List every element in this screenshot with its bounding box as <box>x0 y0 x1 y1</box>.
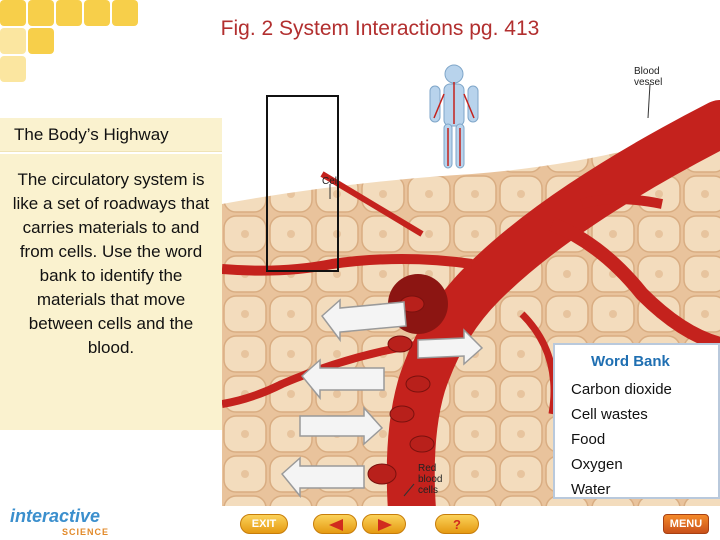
decor-square <box>112 0 138 26</box>
decor-square <box>28 28 54 54</box>
help-button[interactable]: ? <box>435 514 479 534</box>
word-bank-item[interactable]: Food <box>571 431 606 448</box>
logo-sub-text: SCIENCE <box>62 527 110 537</box>
previous-button[interactable] <box>313 514 357 534</box>
bottom-nav-bar <box>0 506 720 540</box>
word-bank-item[interactable]: Carbon dioxide <box>571 381 672 398</box>
panel-heading-text: The Body’s Highway <box>14 125 169 144</box>
word-bank-item[interactable]: Oxygen <box>571 456 623 473</box>
panel-heading: The Body’s Highway <box>0 118 222 152</box>
human-figure-icon <box>429 64 479 169</box>
word-bank-list: Carbon dioxide Cell wastes Food Oxygen W… <box>571 377 672 502</box>
page-title: Fig. 2 System Interactions pg. 413 <box>220 17 540 40</box>
logo-main-text: interactive <box>10 506 101 526</box>
blood-vessel-label: Blood vessel <box>634 66 663 88</box>
decor-square <box>56 0 82 26</box>
word-bank-title: Word Bank <box>591 353 670 370</box>
decor-square <box>28 0 54 26</box>
panel-body-text: The circulatory system is like a set of … <box>12 170 210 357</box>
cell-label: Cell <box>322 176 340 187</box>
red-blood-cells-label: Red blood cells <box>418 463 443 496</box>
word-bank-item[interactable]: Cell wastes <box>571 406 648 423</box>
circulation-illustration <box>222 54 720 510</box>
panel-body: The circulatory system is like a set of … <box>0 154 222 430</box>
word-bank: Word Bank Carbon dioxide Cell wastes Foo… <box>553 343 720 499</box>
word-bank-item[interactable]: Water <box>571 481 611 498</box>
arrow-left-icon <box>329 519 343 531</box>
exit-button-label: EXIT <box>251 518 277 530</box>
exit-button[interactable]: EXIT <box>240 514 288 534</box>
decor-square <box>0 56 26 82</box>
help-button-label: ? <box>453 517 461 532</box>
next-button[interactable] <box>362 514 406 534</box>
menu-button[interactable]: MENU <box>663 514 709 534</box>
arrow-right-icon <box>378 519 392 531</box>
decor-square <box>0 0 26 26</box>
menu-button-label: MENU <box>669 518 703 530</box>
cell-highlight-box <box>266 95 339 272</box>
decor-square <box>0 28 26 54</box>
interactive-science-logo: interactive SCIENCE <box>10 506 110 540</box>
decor-square <box>84 0 110 26</box>
